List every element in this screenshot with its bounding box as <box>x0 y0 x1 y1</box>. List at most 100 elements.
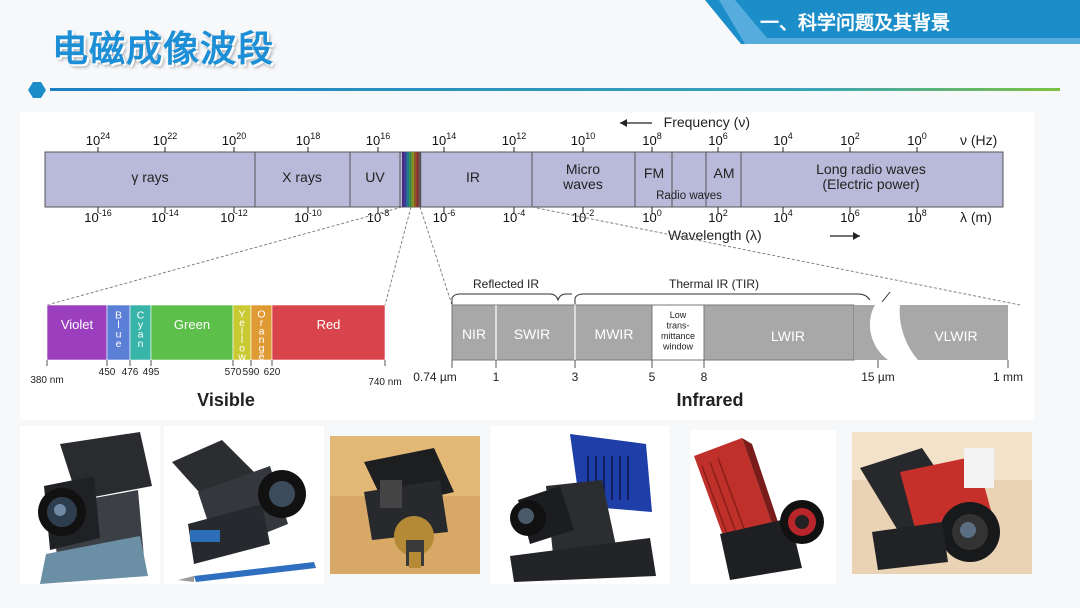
wave-tick-10: 104 <box>773 208 792 225</box>
band-label-3: IR <box>466 169 480 185</box>
freq-tick-7: 1010 <box>571 131 595 148</box>
visible-tick-2: 476 <box>122 367 139 378</box>
window-label-line-1: trans- <box>666 321 689 331</box>
window-label-line-3: window <box>662 342 694 352</box>
ir-tick-0: 0.74 µm <box>413 370 457 384</box>
visible-slit-stripe <box>414 152 417 207</box>
spectrum-bar <box>44 151 1004 208</box>
reflected-ir-bracket <box>451 293 572 304</box>
wave-tick-11: 106 <box>840 208 859 225</box>
wave-tick-12: 108 <box>907 208 926 225</box>
ir-tick-4: 8 <box>701 370 708 384</box>
visible-title: Visible <box>197 390 255 410</box>
wave-tick-8: 100 <box>642 208 661 225</box>
visible-slit-stripe <box>416 152 419 207</box>
section-title: 一、科学问题及其背景 <box>760 12 951 34</box>
visible-tick-7: 740 nm <box>368 377 401 388</box>
ir-label-swir: SWIR <box>514 326 551 342</box>
band-label-7: Long radio waves <box>816 161 926 177</box>
zoom-guide-line <box>384 206 412 306</box>
visible-slit-stripe <box>409 152 412 207</box>
visible-tick-6: 620 <box>264 367 281 378</box>
camera-photo-1 <box>20 426 160 584</box>
visible-tick-5: 590 <box>243 367 260 378</box>
band-label-7-line2: (Electric power) <box>822 176 919 192</box>
visible-band-violet <box>46 304 108 361</box>
window-label-line-2: mittance <box>661 331 695 341</box>
infrared-title: Infrared <box>676 390 743 410</box>
freq-tick-10: 104 <box>773 131 792 148</box>
freq-tick-12: 100 <box>907 131 926 148</box>
wavelength-label: Wavelength (λ) <box>668 227 762 243</box>
ir-window <box>651 304 705 361</box>
window-label-line-0: Low <box>670 310 687 320</box>
wave-tick-0: 10-16 <box>84 208 111 225</box>
visible-slit-stripe <box>406 152 410 207</box>
ir-tick-3: 5 <box>649 370 656 384</box>
ir-label-lwir: LWIR <box>771 328 805 344</box>
band-label-4-line2: waves <box>562 176 603 192</box>
frequency-arrowhead <box>620 119 627 127</box>
freq-tick-5: 1014 <box>432 131 456 148</box>
freq-tick-4: 1016 <box>366 131 390 148</box>
band-label-5: FM <box>644 165 664 181</box>
band-label-1: X rays <box>282 169 322 185</box>
freq-tick-9: 106 <box>708 131 727 148</box>
title-divider <box>28 82 1060 98</box>
zoom-guide-line <box>531 206 1021 306</box>
ir-bar-right <box>899 305 1008 360</box>
freq-tick-0: 1024 <box>86 131 110 148</box>
ir-tick-2: 3 <box>572 370 579 384</box>
freq-tick-8: 108 <box>642 131 661 148</box>
camera-photo-6 <box>852 432 1032 574</box>
freq-tick-3: 1018 <box>296 131 320 148</box>
visible-tick-4: 570 <box>225 367 242 378</box>
thermal-ir-label: Thermal IR (TIR) <box>669 277 759 291</box>
visible-label-green: Green <box>174 317 210 332</box>
ir-label-mwir: MWIR <box>595 326 634 342</box>
camera-photo-4 <box>490 426 670 584</box>
camera-photo-2 <box>164 426 324 584</box>
zoom-guide-line <box>46 206 403 306</box>
frequency-label: Frequency (ν) <box>664 114 750 130</box>
visible-tick-1: 450 <box>99 367 116 378</box>
freq-tick-1: 1022 <box>153 131 177 148</box>
thermal-ir-bracket-end <box>881 291 891 303</box>
wavelength-arrowhead <box>853 232 860 240</box>
reflected-ir-label: Reflected IR <box>473 277 539 291</box>
band-label-6: AM <box>714 165 735 181</box>
freq-tick-6: 1012 <box>502 131 526 148</box>
freq-tick-2: 1020 <box>222 131 246 148</box>
band-label-0: γ rays <box>131 169 168 185</box>
wave-tick-5: 10-6 <box>433 208 455 225</box>
page-title: 电磁成像波段 <box>52 29 275 70</box>
band-label-2: UV <box>365 169 385 185</box>
ir-tick-6: 1 mm <box>993 370 1023 384</box>
wave-tick-3: 10-10 <box>294 208 321 225</box>
frequency-unit: ν (Hz) <box>960 132 997 148</box>
ir-tick-1: 1 <box>493 370 500 384</box>
visible-slit-stripe <box>402 152 405 207</box>
radio-waves-label: Radio waves <box>656 190 722 202</box>
section-ribbon <box>705 0 1080 44</box>
band-label-4: Micro <box>566 161 600 177</box>
ir-bar-break-left <box>854 305 888 360</box>
visible-label-red: Red <box>317 317 341 332</box>
visible-tick-3: 495 <box>143 367 160 378</box>
ir-tick-5: 15 µm <box>861 370 895 384</box>
ir-label-nir: NIR <box>462 326 486 342</box>
visible-band-green <box>150 304 234 361</box>
wave-tick-7: 10-2 <box>572 208 594 225</box>
wave-tick-2: 10-12 <box>220 208 247 225</box>
ir-label-vlwir: VLWIR <box>934 328 977 344</box>
wave-tick-1: 10-14 <box>151 208 178 225</box>
visible-slit-stripe <box>404 152 407 207</box>
visible-tick-0: 380 nm <box>30 375 63 386</box>
